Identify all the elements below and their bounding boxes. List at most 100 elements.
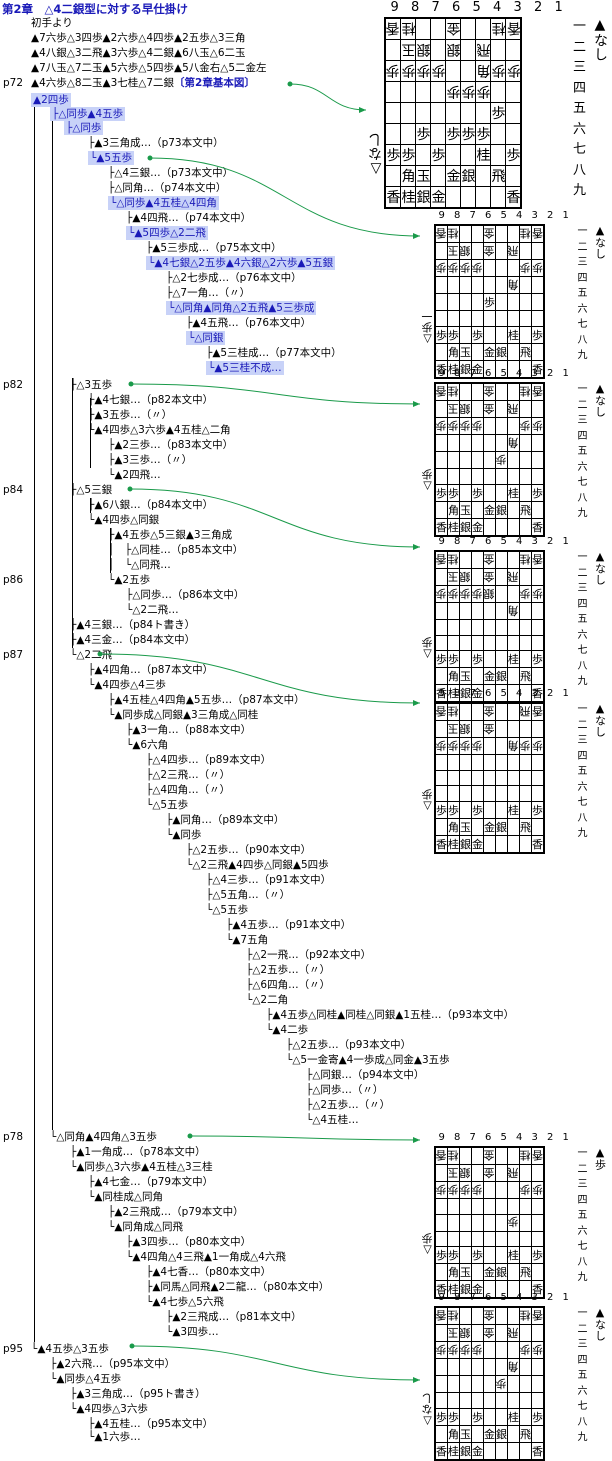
board-square — [518, 1441, 532, 1460]
tree-move-line: └▲4五歩△3五歩 — [31, 1343, 109, 1355]
tree-move-line: └△2二飛 — [70, 649, 113, 661]
board-square: 桂 — [400, 186, 417, 209]
connector-curve — [289, 83, 367, 111]
tree-move-line: └△同角▲同角△2五飛▲5三歩成 — [166, 301, 317, 315]
tree-move-line: ├△2五歩…（〃） — [306, 1099, 391, 1111]
tree-move-line: └▲2五歩 — [108, 574, 151, 586]
connector-dot — [147, 155, 153, 161]
board-square — [475, 17, 492, 40]
board-square: 香 — [530, 517, 545, 536]
tree-move-line: └△5五歩 — [146, 799, 189, 811]
tree-branch-line — [90, 498, 91, 513]
connector-curve — [99, 653, 421, 704]
board-square — [494, 434, 508, 452]
tree-move-line: ├▲3四歩…（p80本文中） — [126, 1236, 252, 1248]
board-square — [530, 451, 545, 469]
page-ref: p87 — [3, 649, 24, 661]
tree-move-line: ├▲1一角成…（p78本文中） — [70, 1146, 206, 1158]
connector-curve — [131, 1345, 421, 1381]
board-square — [518, 451, 532, 469]
board-square — [460, 60, 477, 82]
rank-labels: 一二三四五六七八九 — [577, 704, 588, 839]
tree-move-line: ├△同歩 — [64, 121, 104, 135]
board-square: 香 — [530, 359, 545, 378]
tree-move-line: ├▲4五歩△同桂▲同桂△同銀▲1五桂…（p93本文中） — [266, 1009, 515, 1021]
board-square — [505, 39, 522, 61]
tree-move-line: ├▲6八銀…（p84本文中） — [88, 499, 214, 511]
tree-move-line: ├▲4三金…（p84本文中） — [70, 634, 196, 646]
board-square — [518, 1324, 532, 1342]
tree-move-line: ▲2四歩 — [31, 93, 71, 107]
tree-move-line: └▲同歩 — [166, 829, 202, 841]
board-square — [490, 186, 507, 209]
connector-arrow — [413, 544, 420, 550]
tree-move-line: ├△2五歩…（p93本文中） — [286, 1039, 412, 1051]
sente-hand: ▲なし — [593, 702, 607, 737]
tree-move-line: └▲4二歩 — [266, 1024, 309, 1036]
board-square: 桂 — [446, 1280, 460, 1299]
board-square — [506, 1181, 520, 1199]
board-square — [518, 242, 532, 260]
tree-move-line: ├△5五角…（〃） — [206, 889, 291, 901]
board-grid: 香桂金桂香玉銀金飛歩歩歩歩銀歩歩角歩歩歩桂歩角玉金銀飛香桂銀金香 — [433, 550, 545, 703]
board-grid: 香桂金桂香玉銀金飛歩歩歩歩歩歩角歩歩歩歩桂歩角玉金銀飛香桂銀金香 — [433, 224, 545, 379]
tree-move-line: ├▲5三歩成…（p75本文中） — [146, 242, 282, 254]
tree-move-line: └▲4七銀△2五歩▲4六銀△2六歩▲5五銀 — [146, 256, 336, 270]
tree-move-line: └▲同歩成△同銀▲3三角成△同桂 — [108, 709, 259, 721]
tree-move-line: ├▲同角…（p89本文中） — [166, 814, 285, 826]
tree-move-line: └△同角▲4四角△3五歩 — [50, 1131, 157, 1143]
tree-move-line: ├△6四角…（〃） — [246, 979, 331, 991]
board-square — [506, 1441, 520, 1460]
sente-hand: ▲なし — [593, 382, 607, 417]
board-square — [518, 517, 532, 536]
connector-curve — [129, 488, 421, 548]
board-square — [518, 602, 532, 620]
board-square — [494, 737, 508, 755]
board-square: 飛 — [490, 165, 507, 187]
board-grid: 香桂金桂香玉銀金飛歩歩歩歩歩歩角歩歩歩歩桂歩角玉金銀飛香桂銀金香 — [433, 382, 545, 537]
board-square: 香 — [505, 186, 522, 209]
tree-move-line: │ └△同飛… — [108, 559, 171, 571]
board-square — [434, 568, 448, 586]
page-ref: p82 — [3, 379, 24, 391]
board-square — [494, 1358, 508, 1376]
board-square — [518, 1213, 532, 1232]
tree-branch-line — [52, 107, 53, 1130]
connector-arrow — [413, 1137, 420, 1143]
board-square — [530, 667, 545, 685]
rank-labels: 一二三四五六七八九 — [572, 19, 586, 198]
board-square — [518, 400, 532, 418]
rank-labels: 一二三四五六七八九 — [577, 1308, 588, 1443]
board-square — [506, 1146, 520, 1165]
tree-branch-line — [110, 528, 111, 573]
tree-move-line: └▲同歩△3六歩▲4五桂△3三桂 — [70, 1161, 213, 1173]
tree-move-line: ├△4四歩…（p89本文中） — [146, 754, 272, 766]
board-square: 飛 — [518, 817, 532, 836]
board-square: 香 — [434, 1441, 448, 1460]
board-square — [506, 585, 520, 603]
board-square: 銀 — [458, 684, 472, 703]
tree-move-line: ├▲2三飛成…（p81本文中） — [166, 1311, 302, 1323]
board-square — [518, 834, 532, 853]
connector-arrow — [413, 1377, 420, 1383]
tree-move-line: ├▲4七香…（p80本文中） — [146, 1266, 272, 1278]
connector-arrow — [359, 107, 366, 113]
tree-move-line: ├△2三飛…（〃） — [146, 769, 231, 781]
connector-dot — [129, 1343, 135, 1349]
tree-move-line: ▲7八玉△7二玉▲5六歩△5四歩▲5八金右△5二金左 — [31, 62, 267, 74]
board-square — [434, 400, 448, 418]
tree-move-line: └▲5四歩△2二飛 — [126, 226, 208, 240]
board-square — [518, 359, 532, 378]
tree-branch-line — [72, 378, 73, 648]
tree-move-line: ├△3五歩 — [70, 379, 113, 391]
board-square — [494, 602, 508, 620]
tree-move-line: ▲7六歩△3四歩▲2六歩△4四歩▲2五歩△3三角 — [31, 32, 246, 44]
board-square: 歩 — [530, 650, 545, 668]
tree-move-line: └▲4四歩△3六歩▲4五桂△二角 — [88, 424, 231, 436]
board-square: 金 — [470, 1441, 484, 1460]
board-square: 金 — [445, 165, 462, 187]
tree-move-line: └▲同歩△4五歩 — [50, 1373, 122, 1385]
